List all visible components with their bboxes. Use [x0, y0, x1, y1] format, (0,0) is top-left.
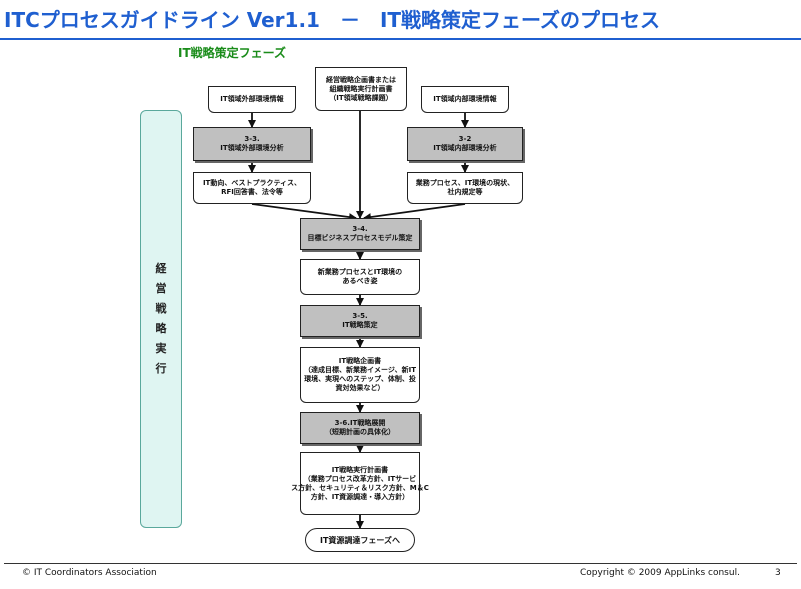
- external-analysis-result: IT動向、ベストプラクティス、 RFI回答書、法令等: [193, 172, 311, 204]
- it-strategy-deployment: 3-6.IT戦略展開 （短期計画の具体化）: [300, 412, 420, 444]
- title-divider: [0, 38, 801, 40]
- edge: [363, 203, 466, 222]
- side-char: 実: [155, 342, 167, 355]
- it-strategy-plan-document: IT戦略企画書 （達成目標、新業務イメージ、新IT 環境、実現へのステップ、体制…: [300, 347, 420, 403]
- to-be-state: 新業務プロセスとIT環境の あるべき姿: [300, 259, 420, 295]
- it-strategy-formulation: 3-5. IT戦略策定: [300, 305, 420, 337]
- edge: [251, 203, 357, 222]
- external-environment-info: IT領域外部環境情報: [208, 86, 296, 113]
- footer-divider: [4, 563, 797, 564]
- internal-environment-info: IT領域内部環境情報: [421, 86, 509, 113]
- footer-copyright: Copyright © 2009 AppLinks consul.: [580, 568, 740, 578]
- page-title: ITCプロセスガイドライン Ver1.1 － IT戦略策定フェーズのプロセス: [4, 8, 661, 32]
- next-phase-terminal: IT資源調達フェーズへ: [305, 528, 415, 552]
- side-char: 営: [155, 282, 167, 295]
- phase-label: IT戦略策定フェーズ: [178, 46, 287, 60]
- side-char: 行: [155, 362, 167, 375]
- strategy-source-document: 経営戦略企画書または 組織戦略実行計画書 （IT領域戦略課題）: [315, 67, 407, 111]
- side-char: 経: [155, 262, 167, 275]
- internal-analysis-result: 業務プロセス、IT環境の現状、 社内規定等: [407, 172, 523, 204]
- side-char: 略: [155, 322, 167, 335]
- it-strategy-execution-plan: IT戦略実行計画書 （業務プロセス改革方針、ITサービ ス方針、セキュリティ＆リ…: [291, 452, 429, 515]
- external-environment-analysis: 3-3. IT領域外部環境分析: [193, 127, 311, 161]
- footer-association: © IT Coordinators Association: [22, 568, 157, 578]
- side-char: 戦: [155, 302, 167, 315]
- page-number: 3: [775, 568, 781, 578]
- internal-environment-analysis: 3-2 IT領域内部環境分析: [407, 127, 523, 161]
- target-model-definition: 3-4. 目標ビジネスプロセスモデル策定: [300, 218, 420, 250]
- management-strategy-bar: 経 営 戦 略 実 行: [140, 110, 182, 528]
